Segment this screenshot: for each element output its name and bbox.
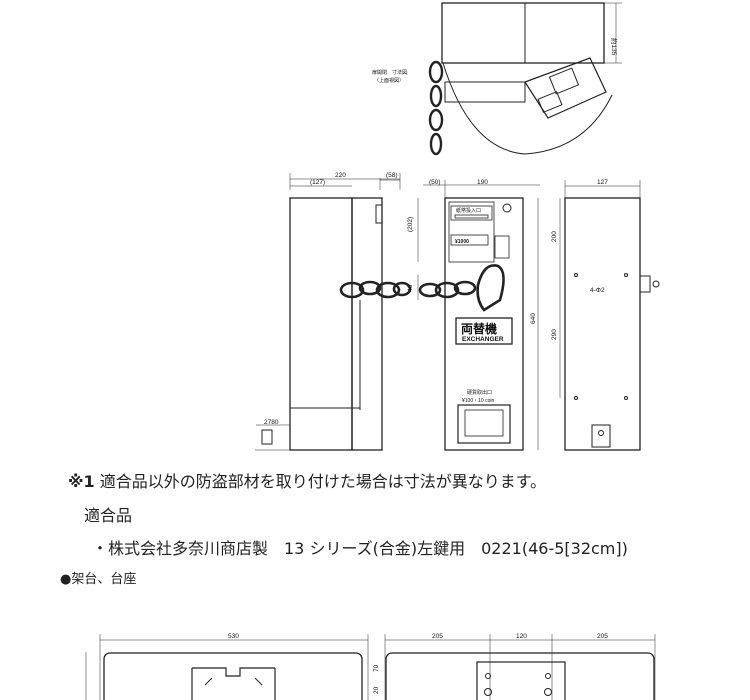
front-dim-202: (202) xyxy=(407,217,414,232)
note-1-text: 適合品以外の防盗部材を取り付けた場合は寸法が異なります。 xyxy=(99,472,547,491)
front-view-chain xyxy=(418,264,505,312)
front-dim-50: (50) xyxy=(429,179,441,186)
side-dim-127: (127) xyxy=(310,179,325,186)
back-hole-label: 4-Φ2 xyxy=(590,287,605,294)
base-dim-120: 120 xyxy=(516,633,527,640)
base-dim-530: 530 xyxy=(228,633,239,640)
side-dim-220: 220 xyxy=(335,172,346,179)
top-caption-2: （上面視図） xyxy=(374,77,404,84)
back-view-cabinet xyxy=(559,180,660,451)
base-dim-20: 20 xyxy=(373,686,380,694)
front-coin-label: 硬貨取出口 xyxy=(467,389,492,396)
front-coin-sub: ¥100・10 coin xyxy=(462,398,494,404)
base-dim-205-left: 205 xyxy=(432,633,443,640)
front-main-label: 両替機 xyxy=(461,321,497,336)
base-right-view xyxy=(384,634,656,700)
base-dim-70: 70 xyxy=(373,664,380,672)
back-dim-290: 290 xyxy=(551,329,558,340)
note-2-compatible: 適合品 xyxy=(84,506,133,525)
note-3-product: ・株式会社多奈川商店製 13 シリーズ(合金)左鍵用 0221(46-5[32c… xyxy=(92,539,628,558)
note-1: ※1 適合品以外の防盗部材を取り付けた場合は寸法が異なります。 xyxy=(68,468,546,492)
base-left-view xyxy=(85,634,369,700)
back-dim-127: 127 xyxy=(597,179,608,186)
front-sub-label: EXCHANGER xyxy=(462,336,504,343)
front-price-label: ¥1000 xyxy=(455,239,469,245)
side-dim-58: (58) xyxy=(386,172,398,179)
front-bill-label: 紙幣投入口 xyxy=(456,207,481,214)
front-view-cabinet xyxy=(417,180,540,451)
top-view-door-diagram xyxy=(441,2,622,155)
section-title: ●架台、台座 xyxy=(60,572,137,587)
front-dim-640: 640 xyxy=(530,313,537,324)
note-1-mark: ※1 xyxy=(68,472,95,491)
side-dim-2780: 2780 xyxy=(264,419,279,426)
side-view-chain xyxy=(339,280,412,299)
side-view-cabinet xyxy=(255,173,401,451)
top-caption-1: 扉開閉 寸法図 xyxy=(372,69,407,76)
top-view-chain xyxy=(428,60,444,156)
back-dim-200: 200 xyxy=(551,231,558,242)
front-dim-190: 190 xyxy=(477,179,488,186)
front-dim-46: 46 xyxy=(407,284,414,292)
base-dim-205-right: 205 xyxy=(597,633,608,640)
top-dim-135: 約135 xyxy=(610,38,619,56)
